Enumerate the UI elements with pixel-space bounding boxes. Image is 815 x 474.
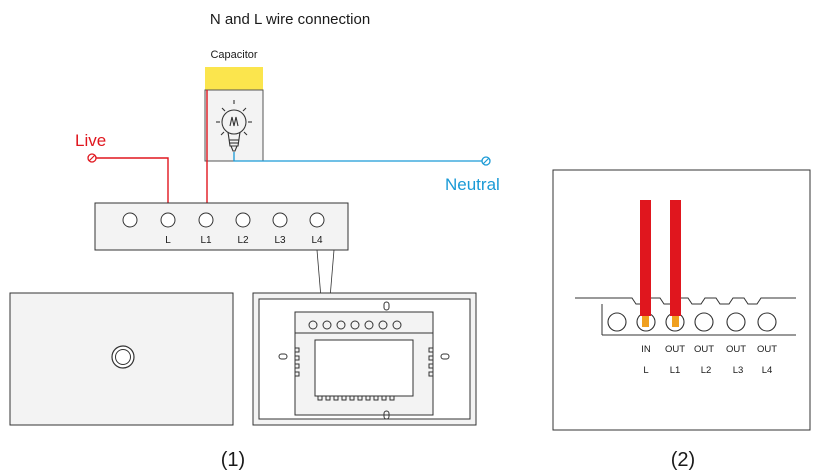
red-wire-out (670, 200, 681, 316)
lamp-capacitor-assembly: Capacitor (204, 49, 264, 162)
detail-bottom-label-1: L1 (670, 365, 681, 376)
terminal-screw (122, 212, 138, 228)
detail-bottom-label-2: L2 (701, 365, 712, 376)
detail-terminal-l4 (757, 312, 777, 332)
detail-top-label-2: OUT (694, 344, 714, 355)
switch-back-panel (252, 292, 477, 426)
live-terminal-icon (87, 153, 97, 163)
terminal-block: L L1 L2 L3 L4 (94, 202, 349, 251)
figure-1-caption: (1) (221, 449, 245, 471)
detail-bottom-label-3: L3 (733, 365, 744, 376)
terminal-screw-l (160, 212, 176, 228)
live-label: Live (75, 131, 106, 150)
red-wire-in (640, 200, 651, 316)
neutral-label: Neutral (445, 175, 500, 194)
terminal-label-l3: L3 (274, 235, 286, 246)
detail-bottom-label-0: L (643, 365, 648, 376)
detail-top-label-1: OUT (665, 344, 685, 355)
light-bulb-icon (216, 100, 252, 152)
detail-bottom-label-4: L4 (762, 365, 773, 376)
terminal-screw-l1 (198, 212, 214, 228)
wire-contact-out (672, 316, 679, 327)
detail-top-label-3: OUT (726, 344, 746, 355)
detail-terminal-l3 (726, 312, 746, 332)
detail-top-label-4: OUT (757, 344, 777, 355)
terminal-screw-l3 (272, 212, 288, 228)
terminal-label-l2: L2 (237, 235, 249, 246)
detail-top-label-0: IN (641, 344, 651, 355)
capacitor-label: Capacitor (210, 49, 257, 61)
live-wire (95, 90, 208, 213)
detail-terminal-l2 (694, 312, 714, 332)
neutral-terminal-icon (481, 156, 491, 166)
terminal-label-l4: L4 (311, 235, 323, 246)
neutral-wire (233, 152, 483, 162)
capacitor (205, 67, 263, 90)
switch-front-panel (9, 292, 234, 426)
figure-2-caption: (2) (671, 449, 695, 471)
terminal-screw-l4 (309, 212, 325, 228)
terminal-label-l: L (165, 235, 171, 246)
wire-contact-in (642, 316, 649, 327)
terminal-screw-l2 (235, 212, 251, 228)
terminal-label-l1: L1 (200, 235, 212, 246)
diagram-title: N and L wire connection (210, 11, 370, 28)
terminal-detail-view: IN OUT OUT OUT OUT L L1 L2 L3 L4 (552, 169, 811, 431)
